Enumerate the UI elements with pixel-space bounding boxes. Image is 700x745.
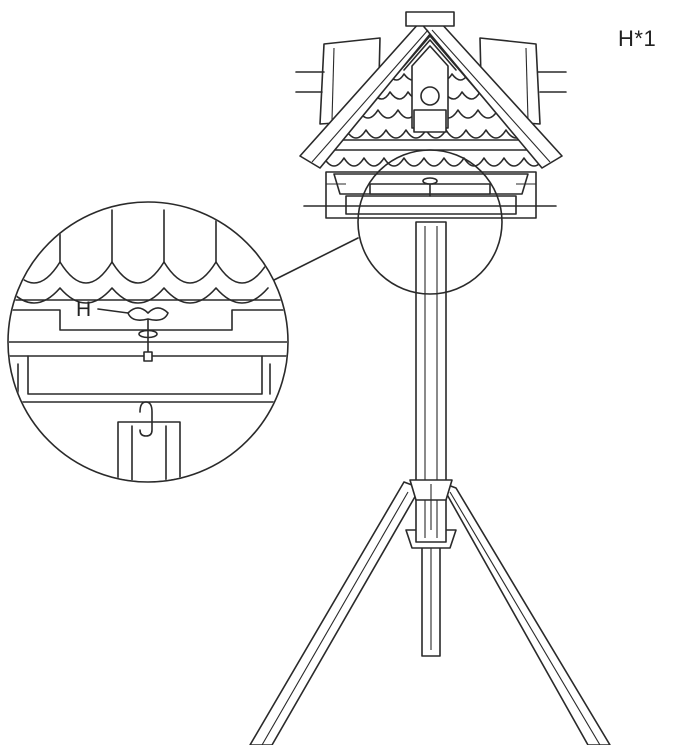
part-count-label: H*1 — [618, 26, 657, 51]
feeder-base — [303, 171, 557, 219]
wingnut-callout-letter: H — [76, 298, 92, 321]
pole — [409, 221, 453, 543]
magnified-detail — [9, 209, 287, 481]
main-roof — [299, 11, 563, 169]
